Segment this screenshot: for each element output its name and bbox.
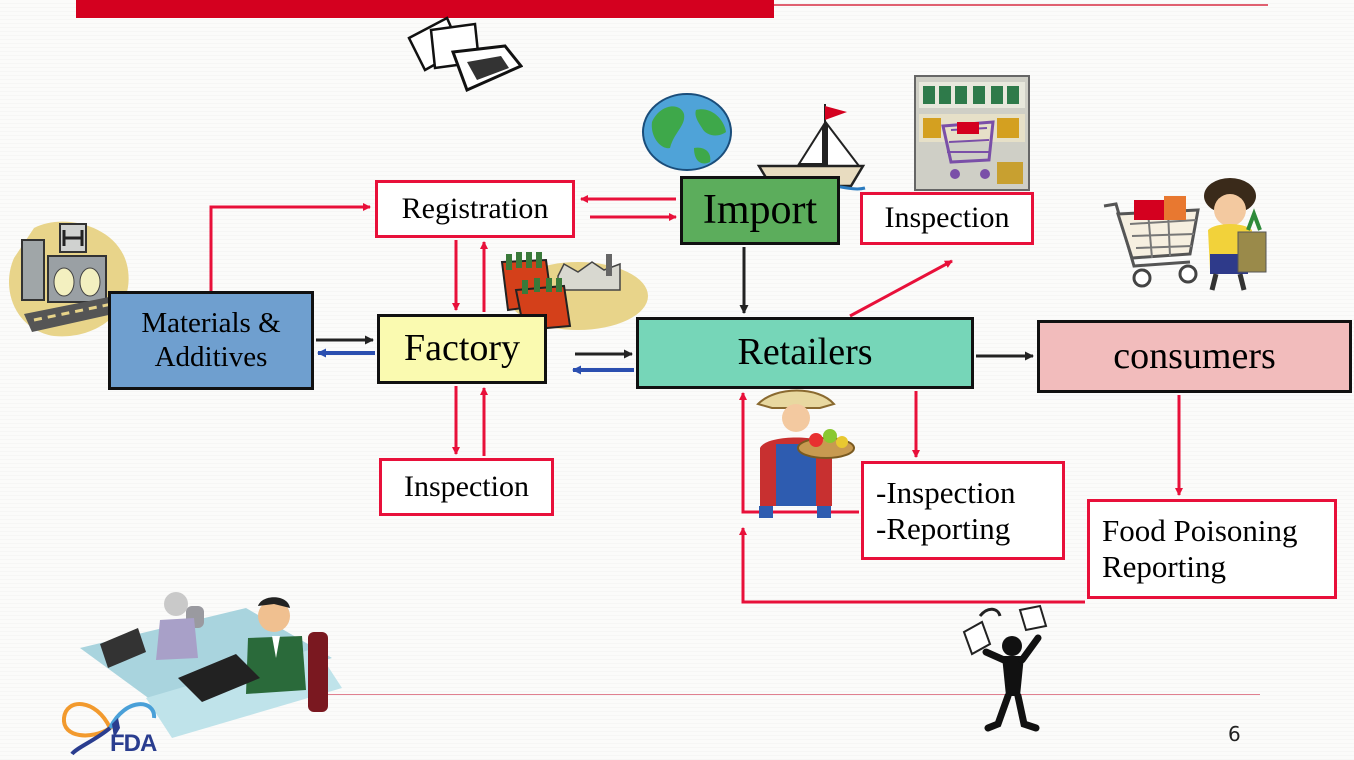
materials-line-1: Materials & — [141, 307, 281, 340]
fda-logo-text: FDA — [110, 730, 157, 757]
farmer-icon — [756, 389, 855, 518]
materials-line-2: Additives — [154, 340, 268, 373]
globe-icon — [642, 93, 732, 171]
node-factory: Factory — [377, 314, 547, 384]
inspection-reporting-line-1: -Inspection — [876, 474, 1016, 510]
fda-logo-icon — [62, 702, 157, 756]
node-inspection-factory: Inspection — [379, 458, 554, 516]
node-consumers: consumers — [1037, 320, 1352, 393]
title-accent-line — [774, 4, 1268, 6]
food-poisoning-line-1: Food Poisoning — [1102, 513, 1298, 549]
inspection-reporting-line-2: -Reporting — [876, 510, 1011, 546]
arrow-retailers-to-inspection — [849, 259, 953, 318]
page-number: 6 — [1228, 722, 1241, 746]
arrow-food-poisoning-to-retailers — [739, 527, 1085, 604]
office-workers-icon — [80, 592, 342, 738]
factory-machinery-icon — [8, 221, 129, 337]
shopper-icon — [1103, 178, 1267, 291]
node-inspection-reporting: -Inspection-Reporting — [861, 461, 1065, 560]
food-poisoning-line-2: Reporting — [1102, 549, 1226, 584]
arrow-materials-to-registration — [209, 203, 371, 291]
juggler-icon — [962, 604, 1048, 732]
bottles-factory-icon — [500, 252, 648, 332]
node-materials-additives: Materials &Additives — [108, 291, 314, 390]
title-accent-bar — [76, 0, 774, 18]
footer-line — [320, 694, 1260, 695]
documents-icon — [407, 16, 523, 92]
grocery-shelf-icon — [914, 75, 1030, 191]
node-registration: Registration — [375, 180, 575, 238]
node-inspection-import: Inspection — [860, 192, 1034, 245]
node-retailers: Retailers — [636, 317, 974, 389]
node-import: Import — [680, 176, 840, 245]
